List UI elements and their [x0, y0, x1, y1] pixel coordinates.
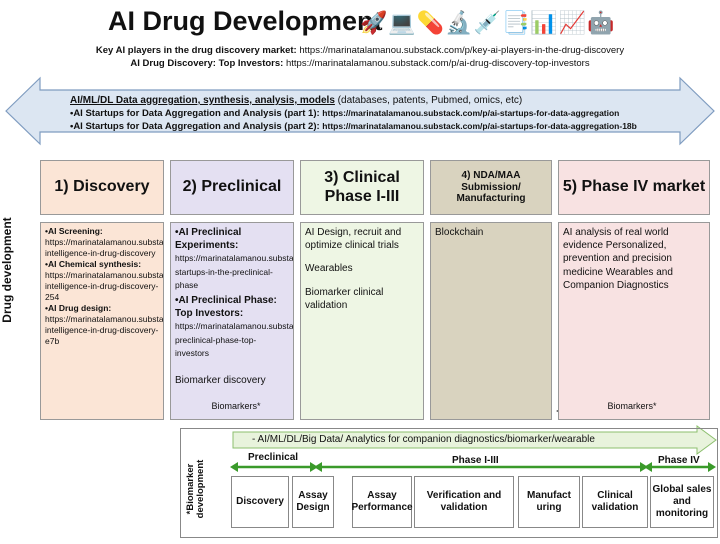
discovery-ai-chemical-synthesis: •AI Chemical synthesis: https://marinata…: [45, 259, 164, 303]
phase-iv-description: AI analysis of real world evidence Perso…: [563, 227, 673, 291]
phase-iv-body: AI analysis of real world evidence Perso…: [558, 222, 710, 420]
phase-iv-header: 5) Phase IV market: [558, 160, 710, 215]
biomarker-tool-arrow-shape: [232, 425, 717, 455]
emoji-icon-row: 🚀💻💊🔬💉📑📊📈🤖: [360, 10, 616, 35]
biomarker-tool-arrow-text: - AI/ML/DL/Big Data/ Analytics for compa…: [252, 434, 595, 445]
stage-label-phase13: Phase I-III: [452, 455, 499, 466]
preclinical-ai-experiments: •AI Preclinical Experiments: https://mar…: [175, 227, 294, 290]
stage-arrow-phase4-right-head: [708, 462, 716, 472]
phase-clinical-header: 3) Clinical Phase I-III: [300, 160, 424, 215]
clinical-biomarker-validation: Biomarker clinical validation: [305, 286, 384, 311]
drug-development-label: Drug development: [0, 217, 14, 323]
key-players-link[interactable]: https://marinatalamanou.substack.com/p/k…: [299, 45, 625, 56]
key-players-label: Key AI players in the drug discovery mar…: [95, 45, 297, 56]
data-aggregation-title: AI/ML/DL Data aggregation, synthesis, an…: [70, 95, 335, 106]
data-aggregation-part1-line: •AI Startups for Data Aggregation and An…: [70, 108, 619, 119]
top-investors-label: AI Drug Discovery: Top Investors:: [130, 58, 284, 69]
page-title: AI Drug Development: [108, 6, 383, 36]
biomarker-step-global-sales: Global sales and monitoring: [650, 476, 714, 528]
data-aggregation-part2-label: •AI Startups for Data Aggregation and An…: [70, 121, 320, 132]
data-aggregation-sources: (databases, patents, Pubmed, omics, etc): [337, 95, 523, 106]
clinical-ai-design: AI Design, recruit and optimize clinical…: [305, 227, 402, 252]
biomarker-step-clinical-validation: Clinical validation: [582, 476, 648, 528]
phase-discovery-body: •AI Screening: https://marinatalamanou.s…: [40, 222, 164, 420]
discovery-ai-screening: •AI Screening: https://marinatalamanou.s…: [45, 226, 164, 259]
stage-arrow-phase4-left-head: [644, 462, 652, 472]
data-aggregation-part2-line: •AI Startups for Data Aggregation and An…: [70, 121, 637, 132]
nda-blockchain: Blockchain: [435, 227, 484, 238]
data-aggregation-part1-link[interactable]: https://marinatalamanou.substack.com/p/a…: [322, 108, 620, 118]
phase-iv-biomarkers-label: Biomarkers*: [592, 401, 672, 411]
phase-preclinical-body: •AI Preclinical Experiments: https://mar…: [170, 222, 294, 420]
data-aggregation-part2-link[interactable]: https://marinatalamanou.substack.com/p/a…: [322, 121, 637, 131]
phase-nda-body: Blockchain: [430, 222, 552, 420]
top-investors-line: AI Drug Discovery: Top Investors: https:…: [0, 58, 720, 69]
data-aggregation-headline: AI/ML/DL Data aggregation, synthesis, an…: [70, 95, 522, 106]
data-aggregation-part1-label: •AI Startups for Data Aggregation and An…: [70, 108, 320, 119]
phase-preclinical-header: 2) Preclinical: [170, 160, 294, 215]
phase-clinical-body: AI Design, recruit and optimize clinical…: [300, 222, 424, 420]
data-aggregation-arrow-shape: [5, 76, 715, 146]
biomarker-step-assay-design: Assay Design: [292, 476, 334, 528]
biomarker-step-manufacturing: Manufact uring: [518, 476, 580, 528]
stage-label-preclinical: Preclinical: [248, 452, 299, 463]
discovery-ai-drug-design: •AI Drug design: https://marinatalamanou…: [45, 303, 164, 347]
stage-arrow-phase13-left-head: [314, 462, 322, 472]
preclinical-biomarker-discovery: Biomarker discovery: [175, 374, 266, 386]
preclinical-biomarkers-label: Biomarkers*: [196, 401, 276, 411]
biomarker-step-verification: Verification and validation: [414, 476, 514, 528]
key-players-line: Key AI players in the drug discovery mar…: [0, 45, 720, 56]
clinical-wearables: Wearables: [305, 263, 353, 275]
biomarker-step-assay-performance: Assay Performance: [351, 476, 413, 528]
stage-arrow-preclinical-left-head: [230, 462, 238, 472]
preclinical-top-investors: •AI Preclinical Phase: Top Investors: ht…: [175, 294, 294, 358]
phase-discovery-header: 1) Discovery: [40, 160, 164, 215]
biomarker-step-discovery: Discovery: [231, 476, 289, 528]
top-investors-link[interactable]: https://marinatalamanou.substack.com/p/a…: [285, 58, 590, 69]
stage-label-phase4: Phase IV: [658, 455, 700, 466]
biomarker-development-frame: [180, 428, 718, 538]
phase-nda-header: 4) NDA/MAA Submission/ Manufacturing: [430, 160, 552, 215]
